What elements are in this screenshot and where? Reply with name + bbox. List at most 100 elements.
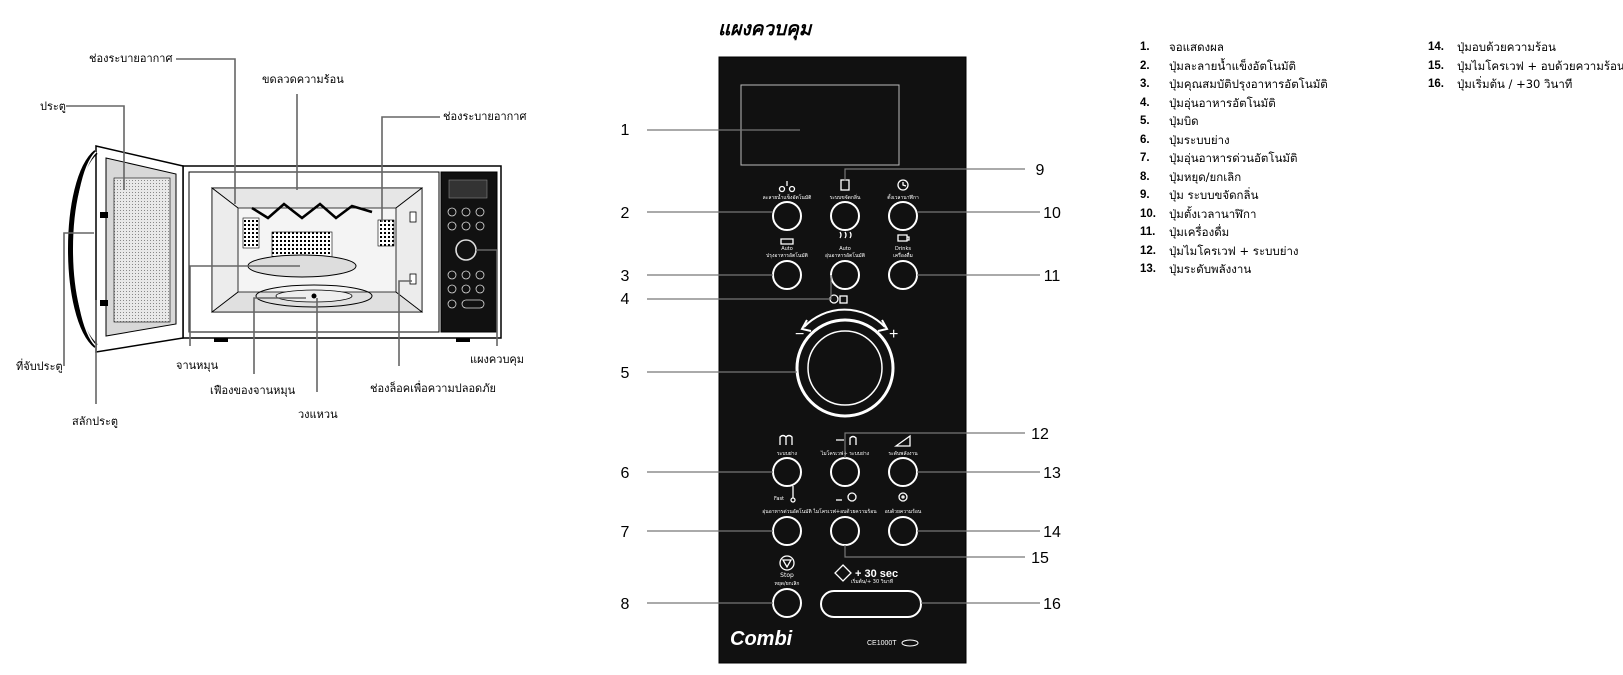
button-fast-reheat[interactable]	[772, 516, 802, 546]
label-door-latch: สลักประตู	[72, 415, 118, 428]
legend-item: 16.ปุ่มเริ่มต้น / +30 วินาที	[1428, 77, 1573, 91]
legend-right: 14.ปุ่มอบด้วยความร้อน 15.ปุ่มไมโครเวฟ + …	[1428, 38, 1623, 94]
micro-fan-icon	[836, 492, 857, 502]
legend-item: 13.ปุ่มระดับพลังงาน	[1140, 262, 1252, 276]
button-auto-defrost[interactable]	[772, 201, 802, 231]
microwave-oven-illustration	[68, 145, 502, 353]
label-roller-ring: วงแหวน	[298, 408, 338, 421]
callout-14: 14	[1043, 524, 1061, 541]
callout-1: 1	[621, 122, 630, 139]
legend-item: 8.ปุ่มหยุด/ยกเลิก	[1140, 169, 1242, 184]
text-stop: Stop	[780, 572, 794, 579]
button-clock[interactable]	[888, 201, 918, 231]
text-btn11-top: Drinks	[895, 246, 911, 252]
oven-leader-lines	[63, 58, 498, 404]
callout-4: 4	[621, 291, 630, 308]
button-micro-convection[interactable]	[830, 516, 860, 546]
text-btn3-auto: Auto	[781, 246, 793, 252]
button-auto-cook[interactable]	[772, 260, 802, 290]
text-btn6: ระบบย่าง	[777, 451, 797, 457]
label-control-panel: แผงควบคุม	[470, 353, 524, 366]
legend-item: 9.ปุ่ม ระบบขจัดกลิ่น	[1140, 188, 1259, 202]
legend-item: 6.ปุ่มระบบย่าง	[1140, 132, 1230, 147]
callout-11: 11	[1044, 268, 1061, 285]
legend-item: 3.ปุ่มคุณสมบัติปรุงอาหารอัตโนมัติ	[1140, 77, 1328, 91]
stop-icon	[779, 555, 795, 571]
model-badge-icon	[901, 639, 919, 647]
legend-item: 10.ปุ่มตั้งเวลานาฬิกา	[1140, 206, 1257, 221]
text-btn10: ตั้งเวลานาฬิกา	[887, 192, 919, 201]
callout-16: 16	[1043, 596, 1061, 613]
label-door-handle: ที่จับประตู	[16, 358, 63, 373]
button-grill[interactable]	[772, 457, 802, 487]
fan-icon	[898, 492, 908, 502]
legend-item: 11.ปุ่มเครื่องดื่ม	[1140, 225, 1230, 239]
callout-9: 9	[1036, 162, 1045, 179]
grill-icon	[779, 434, 793, 445]
brand-logo: Combi	[730, 628, 793, 650]
callout-13: 13	[1043, 465, 1061, 482]
dial-minus: −	[795, 326, 804, 343]
text-btn14: อบด้วยความร้อน	[885, 508, 922, 515]
legend-item: 15.ปุ่มไมโครเวฟ + อบด้วยความร้อน	[1428, 58, 1623, 73]
callout-15: 15	[1031, 550, 1049, 567]
label-vent-right: ช่องระบายอากาศ	[443, 110, 526, 123]
dial-arrows-icon	[800, 308, 889, 332]
callout-12: 12	[1031, 426, 1049, 443]
display-screen	[740, 84, 900, 166]
text-btn13: ระดับพลังงาน	[888, 451, 918, 457]
text-btn9: ระบบขจัดกลิ่น	[830, 194, 861, 201]
legend-item: 12.ปุ่มไมโครเวฟ + ระบบย่าง	[1140, 243, 1299, 258]
text-btn2: ละลายน้ำแข็งอัตโนมัติ	[763, 192, 812, 201]
legend-item: 7.ปุ่มอุ่นอาหารด่วนอัตโนมัติ	[1140, 151, 1298, 165]
callout-5: 5	[621, 365, 630, 382]
defrost-icon	[778, 181, 796, 193]
button-drinks[interactable]	[888, 260, 918, 290]
text-btn7: อุ่นอาหารด่วนอัตโนมัติ	[762, 508, 811, 515]
legend-item: 1.จอแสดงผล	[1140, 40, 1224, 54]
legend-item: 4.ปุ่มอุ่นอาหารอัตโนมัติ	[1140, 95, 1276, 110]
text-btn4: อุ่นอาหารอัตโนมัติ	[825, 252, 865, 259]
power-level-icon	[893, 434, 911, 447]
start-icon	[834, 564, 852, 582]
micro-grill-icon	[836, 435, 857, 445]
label-heater: ขดลวดความร้อน	[262, 73, 344, 86]
label-vent-top: ช่องระบายอากาศ	[89, 52, 172, 65]
pot-icon	[780, 238, 794, 245]
clock-icon	[897, 179, 909, 191]
legend-item: 5.ปุ่มบิด	[1140, 114, 1199, 128]
text-btn15: ไมโครเวฟ+อบด้วยความร้อน	[812, 508, 877, 515]
button-micro-grill[interactable]	[830, 457, 860, 487]
steam-icon	[839, 231, 852, 239]
text-btn7-fast: Fast	[774, 496, 784, 502]
label-safety-lock: ช่องล็อคเพื่อความปลอดภัย	[370, 380, 496, 395]
text-btn11: เครื่องดื่ม	[893, 252, 913, 259]
button-start[interactable]	[820, 590, 922, 618]
callout-2: 2	[621, 205, 630, 222]
callout-8: 8	[621, 596, 630, 613]
button-power-level[interactable]	[888, 457, 918, 487]
text-start-th: เริ่มต้น/+ 30 วินาที	[851, 578, 893, 585]
legend-left: 1.จอแสดงผล 2.ปุ่มละลายน้ำแข็งอัตโนมัติ 3…	[1140, 38, 1328, 279]
button-deodorize[interactable]	[830, 201, 860, 231]
model-number: CE1000T	[867, 640, 897, 647]
callout-7: 7	[621, 524, 630, 541]
panel-title: แผงควบคุม	[718, 18, 812, 40]
cup-icon	[897, 234, 910, 242]
label-coupler: เฟืองของจานหมุน	[210, 384, 296, 397]
callout-10: 10	[1043, 205, 1061, 222]
panel-leader-lines	[647, 129, 1040, 604]
button-convection[interactable]	[888, 516, 918, 546]
legend-item: 14.ปุ่มอบด้วยความร้อน	[1428, 40, 1556, 54]
label-door: ประตู	[40, 100, 66, 113]
text-stop-th: หยุด/ยกเลิก	[775, 580, 800, 587]
legend-item: 2.ปุ่มละลายน้ำแข็งอัตโนมัติ	[1140, 58, 1297, 73]
callout-3: 3	[621, 268, 630, 285]
dial-plus: +	[889, 326, 898, 343]
button-auto-reheat[interactable]	[830, 260, 860, 290]
text-start: + 30 sec	[855, 568, 898, 580]
fast-reheat-icon	[790, 486, 796, 503]
button-stop[interactable]	[772, 588, 802, 618]
text-btn3: ปรุงอาหารอัตโนมัติ	[766, 252, 808, 259]
